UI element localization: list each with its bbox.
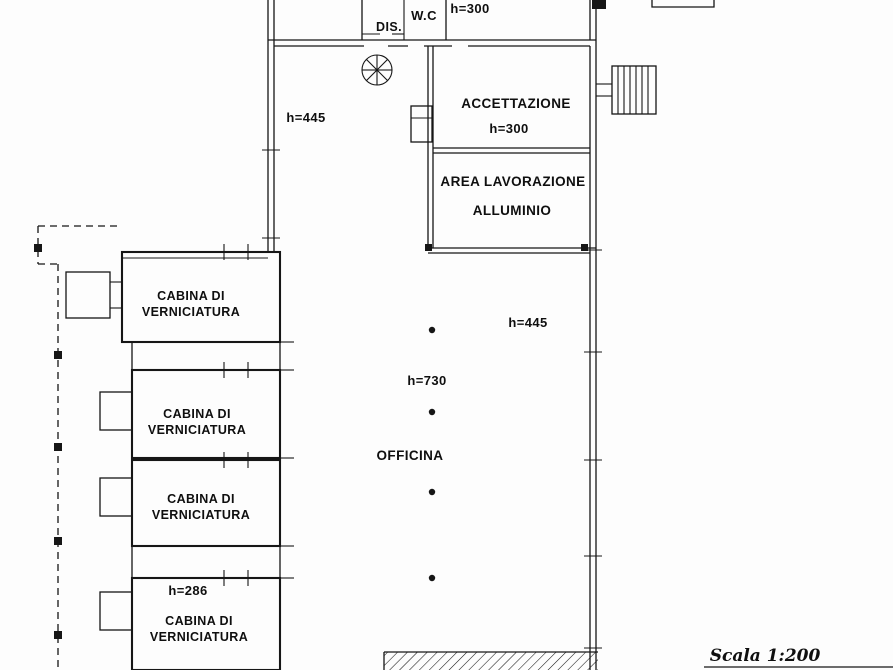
property-boundary: [34, 225, 120, 670]
equipment-box-2: [99, 391, 133, 431]
main-left-wall: [262, 40, 280, 252]
chimney-pillar: [592, 0, 606, 9]
equipment-box-4: [99, 591, 133, 631]
equipment-box-3: [99, 477, 133, 517]
label-top-height: h=300: [450, 1, 489, 16]
column-dot: [428, 574, 436, 582]
label-accettazione: ACCETTAZIONE: [461, 96, 571, 111]
label-height-right: h=445: [508, 315, 547, 330]
interior-partitions: [410, 46, 596, 254]
equipment-boxes: [65, 271, 133, 631]
hatched-wall-section: [383, 651, 598, 670]
external-stair-icon: [611, 65, 657, 115]
boundary-post: [54, 443, 62, 451]
boundary-post: [54, 631, 62, 639]
structural-columns: [428, 326, 436, 582]
equipment-box-1: [65, 271, 111, 319]
main-right-wall: [584, 46, 612, 670]
label-wc: W.C: [411, 8, 437, 23]
boundary-post: [54, 351, 62, 359]
boundary-post: [54, 537, 62, 545]
label-cabina4-height: h=286: [168, 583, 207, 598]
label-area-lavorazione: AREA LAVORAZIONE: [440, 174, 585, 189]
label-cabina3-line1: CABINA DI: [167, 492, 235, 506]
boundary-post: [34, 244, 42, 252]
label-height-left: h=445: [286, 110, 325, 125]
label-cabina2-line2: VERNICIATURA: [148, 423, 246, 437]
label-cabina1-line1: CABINA DI: [157, 289, 225, 303]
label-cabina3-line2: VERNICIATURA: [152, 508, 250, 522]
scale-note: Scala 1:200: [704, 646, 893, 668]
label-alluminio: ALLUMINIO: [473, 203, 552, 218]
room-labels: DIS. W.C h=300 h=445 ACCETTAZIONE h=300 …: [142, 1, 585, 644]
top-edge-partials: [592, 0, 715, 9]
cabina-1-room: [120, 250, 282, 344]
label-cabina4-line1: CABINA DI: [165, 614, 233, 628]
main-top-wall: [268, 39, 596, 47]
label-height-center: h=730: [407, 373, 446, 388]
top-rooms-walls: [267, 0, 597, 46]
label-officina: OFFICINA: [377, 448, 444, 463]
column-dot: [428, 408, 436, 416]
label-cabina4-line2: VERNICIATURA: [150, 630, 248, 644]
label-dis: DIS.: [376, 20, 402, 34]
partial-outline: [651, 0, 715, 8]
spiral-staircase-icon: [361, 54, 393, 86]
scale-note-text: Scala 1:200: [710, 646, 821, 666]
wall-cabinet: [410, 105, 433, 143]
column-dot: [428, 488, 436, 496]
label-cabina2-line1: CABINA DI: [163, 407, 231, 421]
label-cabina1-line2: VERNICIATURA: [142, 305, 240, 319]
column-dot: [428, 326, 436, 334]
label-accettazione-height: h=300: [489, 121, 528, 136]
